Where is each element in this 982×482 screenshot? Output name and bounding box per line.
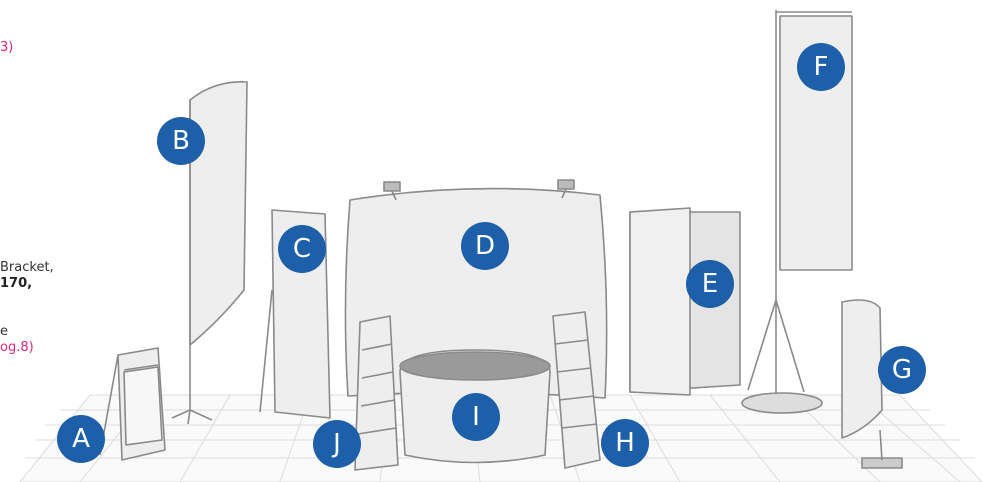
- e-fragment: e: [0, 324, 8, 340]
- badge-d[interactable]: D: [461, 222, 509, 270]
- badge-f[interactable]: F: [797, 43, 845, 91]
- badge-j[interactable]: J: [313, 420, 361, 468]
- size-170-fragment: 170,: [0, 276, 32, 292]
- badge-e[interactable]: E: [686, 260, 734, 308]
- badge-g[interactable]: G: [878, 346, 926, 394]
- badge-b[interactable]: B: [157, 117, 205, 165]
- badge-a[interactable]: A: [57, 415, 105, 463]
- bracket-fragment: Bracket,: [0, 260, 54, 276]
- badge-c[interactable]: C: [278, 225, 326, 273]
- brochure-stand-j: [355, 316, 398, 470]
- badge-h[interactable]: H: [601, 419, 649, 467]
- badge-i[interactable]: I: [452, 393, 500, 441]
- top-pink-fragment: 3): [0, 40, 13, 56]
- pog-fragment: og.8): [0, 340, 34, 356]
